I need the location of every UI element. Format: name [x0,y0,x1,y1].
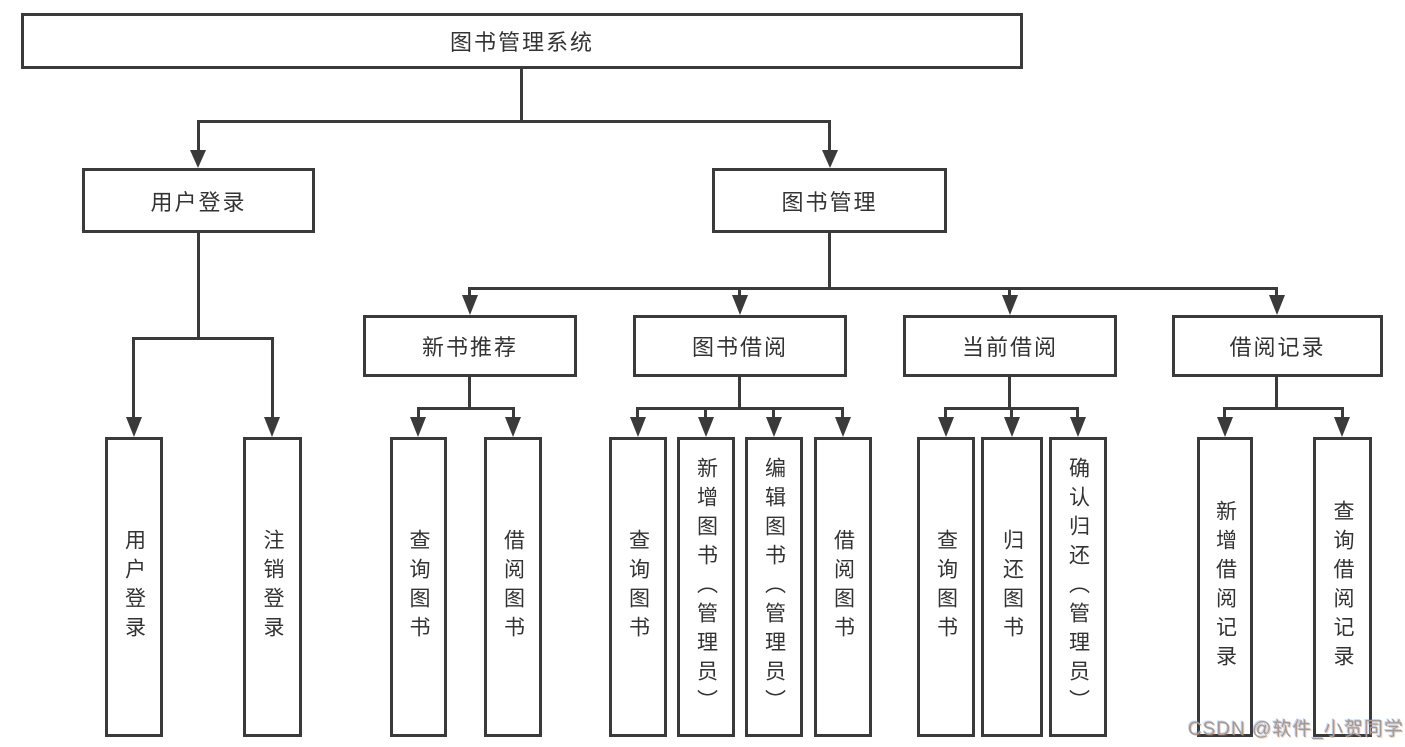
connector-arrow-stem [944,407,947,417]
arrowhead-down-icon [126,417,142,437]
node-leaf-query-books-borrow-label: 查询图书 [626,529,650,645]
connector-group-split [636,407,843,410]
connector-root-split [197,120,831,123]
node-leaf-return-book: 归还图书 [981,437,1043,737]
node-leaf-edit-book-admin: 编辑图书（管理员） [745,437,803,737]
node-leaf-query-books-recommend: 查询图书 [390,437,447,737]
node-leaf-logout-label: 注销登录 [261,529,284,645]
connector-stub [738,377,741,407]
connector-stub [1275,377,1278,407]
connector-arrow-stem [1341,407,1344,417]
arrowhead-down-icon [822,150,838,168]
node-leaf-query-borrow-record: 查询借阅记录 [1313,437,1372,737]
node-leaf-query-books-current: 查询图书 [917,437,975,737]
node-user-login: 用户登录 [82,168,315,233]
connector-arrow-stem [738,287,741,297]
node-new-book-recommend: 新书推荐 [363,315,577,377]
connector-arrow-stem [1275,287,1278,297]
arrowhead-down-icon [766,417,782,437]
node-book-management-label: 图书管理 [781,189,878,215]
arrowhead-down-icon [835,417,851,437]
node-borrow-records: 借阅记录 [1172,315,1383,377]
arrowhead-down-icon [698,417,714,437]
connector-stub [1008,377,1011,407]
connector-arrow-stem [772,407,775,417]
connector-arrow-stem [1223,407,1226,417]
node-current-borrow: 当前借阅 [903,315,1117,377]
connector-arrow-stem [636,407,639,417]
connector-arrow-stem [704,407,707,417]
node-leaf-borrow-books: 借阅图书 [814,437,872,737]
connector-book-mgmt-split [468,287,1278,290]
connector-arrow-stem [1008,287,1011,297]
connector-arrow-stem [1010,407,1013,417]
node-leaf-confirm-return-admin-label: 确认归还（管理员） [1066,456,1090,718]
node-leaf-user-login: 用户登录 [105,437,163,737]
connector-arrow-stem [512,407,515,417]
node-leaf-query-books-recommend-label: 查询图书 [407,529,430,645]
connector-arrow-stem [197,120,200,150]
node-leaf-borrow-books-label: 借阅图书 [831,529,855,645]
arrowhead-down-icon [732,295,748,315]
connector-user-login-stub [197,233,200,337]
connector-root-stub [520,69,523,120]
arrowhead-down-icon [462,295,478,315]
arrowhead-down-icon [264,417,280,437]
node-leaf-user-login-label: 用户登录 [122,529,146,645]
arrowhead-down-icon [1217,417,1233,437]
connector-arrow-stem [828,120,831,150]
node-book-borrow: 图书借阅 [633,315,847,377]
arrowhead-down-icon [630,417,646,437]
node-leaf-add-book-admin-label: 新增图书（管理员） [694,456,718,718]
node-leaf-edit-book-admin-label: 编辑图书（管理员） [762,456,786,718]
node-borrow-records-label: 借阅记录 [1229,335,1326,360]
node-library-system: 图书管理系统 [21,13,1023,69]
node-leaf-add-borrow-record-label: 新增借阅记录 [1213,500,1237,674]
csdn-watermark: CSDN @软件_小贺同学 [1188,719,1404,740]
connector-group-split [417,407,515,410]
arrowhead-down-icon [1070,417,1086,437]
connector-arrow-stem [132,337,135,417]
arrowhead-down-icon [505,417,521,437]
node-current-borrow-label: 当前借阅 [961,335,1058,360]
arrowhead-down-icon [1004,417,1020,437]
node-leaf-query-books-current-label: 查询图书 [934,529,958,645]
arrowhead-down-icon [410,417,426,437]
arrowhead-down-icon [1269,295,1285,315]
connector-arrow-stem [841,407,844,417]
node-leaf-borrow-books-recommend: 借阅图书 [484,437,542,737]
connector-arrow-stem [271,337,274,417]
connector-group-split [1223,407,1343,410]
arrowhead-down-icon [1334,417,1350,437]
node-leaf-confirm-return-admin: 确认归还（管理员） [1049,437,1107,737]
node-leaf-query-borrow-record-label: 查询借阅记录 [1331,500,1354,674]
arrowhead-down-icon [190,150,206,168]
node-user-login-label: 用户登录 [150,189,247,215]
node-leaf-add-borrow-record: 新增借阅记录 [1197,437,1253,737]
node-library-system-label: 图书管理系统 [449,30,594,55]
arrowhead-down-icon [1002,295,1018,315]
connector-arrow-stem [417,407,420,417]
connector-arrow-stem [468,287,471,297]
connector-book-mgmt-stub [828,233,831,287]
node-leaf-add-book-admin: 新增图书（管理员） [677,437,735,737]
connector-user-login-split [132,337,273,340]
arrowhead-down-icon [938,417,954,437]
node-leaf-logout: 注销登录 [243,437,302,737]
connector-stub [468,377,471,407]
node-book-borrow-label: 图书借阅 [691,335,788,360]
node-leaf-return-book-label: 归还图书 [1000,529,1024,645]
connector-arrow-stem [1076,407,1079,417]
node-book-management: 图书管理 [712,168,947,233]
node-leaf-query-books-borrow: 查询图书 [609,437,667,737]
node-new-book-recommend-label: 新书推荐 [421,335,518,360]
node-leaf-borrow-books-recommend-label: 借阅图书 [501,529,525,645]
